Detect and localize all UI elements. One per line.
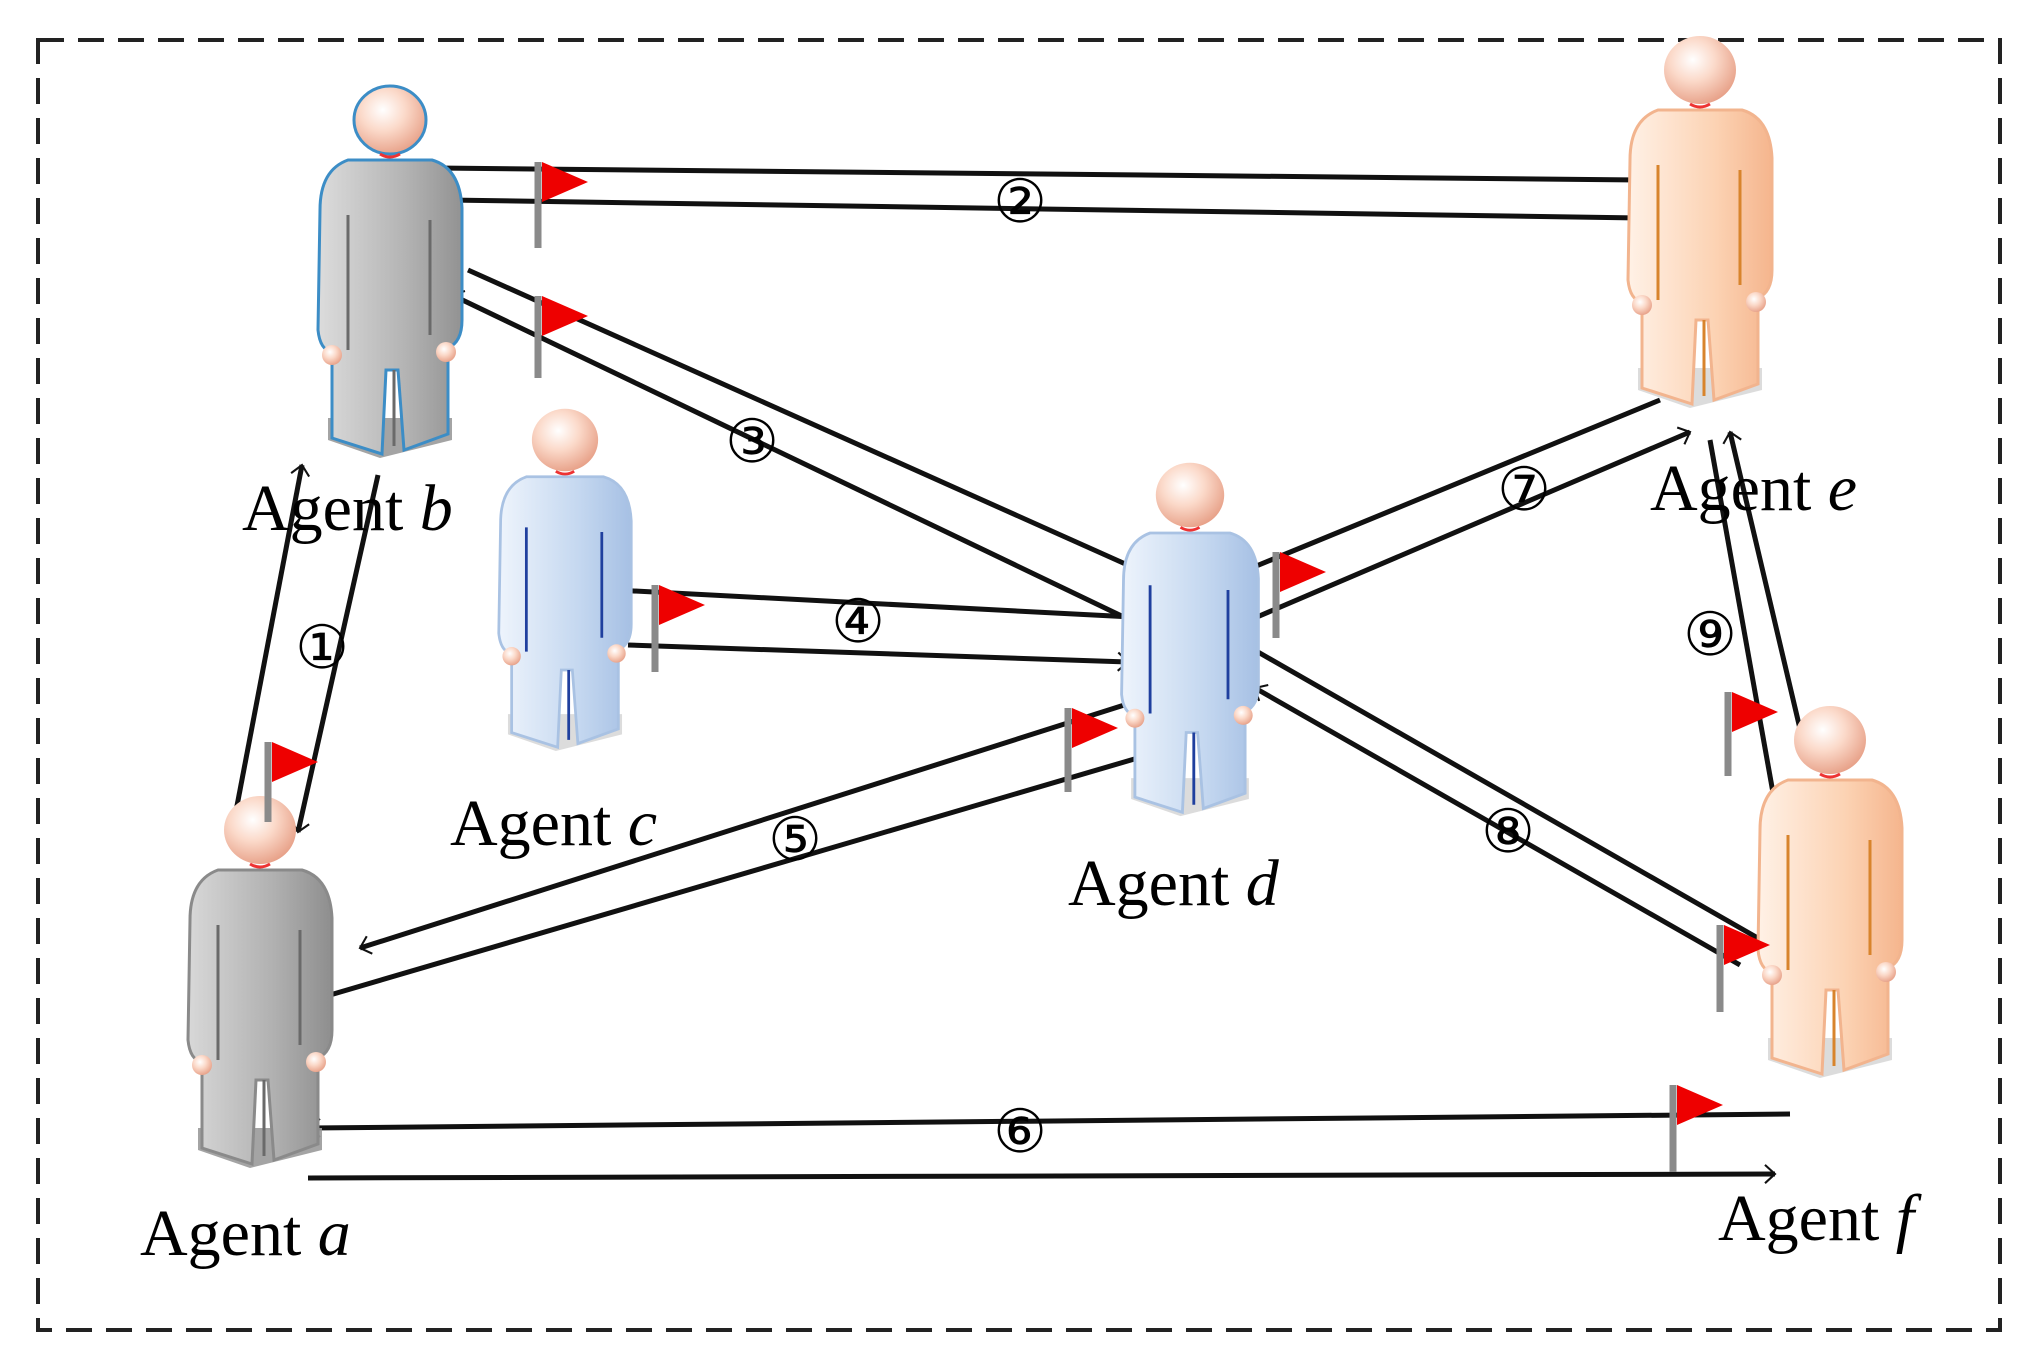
flag-marker-7 [1272, 552, 1326, 638]
edge-label-1: ① [295, 613, 349, 683]
flag-marker-2 [534, 162, 588, 248]
arrow-e-f-16 [1707, 439, 1789, 834]
agent-label-prefix: Agent [1718, 1182, 1896, 1255]
edge-label-8: ⑧ [1481, 797, 1535, 867]
agent-e-label: Agent e [1650, 452, 1857, 525]
arrow-d-f-14 [1249, 645, 1772, 950]
arrow-a-f-10 [308, 1111, 1791, 1138]
agent-label-name: b [420, 472, 453, 545]
flag-marker-4 [651, 585, 705, 672]
arrow-c-d-6 [613, 580, 1133, 620]
agent-b-label: Agent b [242, 472, 453, 545]
edge-label-7: ⑦ [1497, 455, 1551, 525]
agent-label-name: a [318, 1197, 351, 1270]
arrow-d-e-13 [1249, 426, 1692, 623]
edges-layer [229, 165, 1808, 1184]
arrow-a-b-1 [290, 474, 381, 834]
agent-label-name: f [1896, 1182, 1922, 1255]
edge-label-4: ④ [831, 587, 885, 657]
agent-label-prefix: Agent [450, 787, 628, 860]
flag-marker-5 [1064, 708, 1118, 792]
edge-label-3: ③ [725, 407, 779, 477]
arrow-a-d-8 [358, 697, 1141, 955]
arrow-a-f-11 [307, 1164, 1777, 1184]
flag-marker-9 [1724, 692, 1778, 776]
flag-marker-1 [264, 742, 318, 822]
arrow-c-d-7 [627, 642, 1130, 672]
agent-label-name: d [1246, 847, 1280, 920]
agent-label-prefix: Agent [242, 472, 420, 545]
agents-layer [186, 36, 1904, 1168]
agent-d-label: Agent d [1068, 847, 1280, 920]
arrow-a-b-0 [229, 463, 311, 833]
agent-f-figure [1756, 706, 1904, 1078]
edge-labels-layer: ① ② ③ ④ ⑤ ⑥ ⑦ ⑧ ⑨ [295, 167, 1737, 1167]
agent-label-name: c [628, 787, 657, 860]
agent-f-label: Agent f [1718, 1182, 1922, 1255]
agent-b-figure [316, 84, 464, 458]
flag-marker-8 [1716, 925, 1770, 1012]
agent-c-label: Agent c [450, 787, 657, 860]
arrow-e-f-17 [1722, 430, 1808, 751]
arrow-b-d-5 [450, 290, 1132, 623]
agent-label-prefix: Agent [1650, 452, 1828, 525]
agent-d-figure [1120, 462, 1260, 817]
edge-label-2: ② [993, 167, 1047, 237]
agent-a-label: Agent a [140, 1197, 351, 1270]
agent-label-prefix: Agent [140, 1197, 318, 1270]
arrow-d-e-12 [1230, 397, 1661, 582]
arrow-b-e-2 [436, 165, 1642, 190]
edge-label-6: ⑥ [993, 1097, 1047, 1167]
agent-a-figure [186, 796, 334, 1168]
edge-label-5: ⑤ [768, 805, 822, 875]
arrow-a-d-9 [329, 748, 1150, 998]
edge-label-9: ⑨ [1683, 600, 1737, 670]
agent-e-figure [1626, 36, 1774, 408]
agent-label-name: e [1828, 452, 1857, 525]
dashed-frame [36, 38, 2002, 1332]
arrow-d-f-15 [1253, 683, 1742, 968]
arrow-b-e-3 [445, 190, 1641, 221]
arrow-b-d-4 [466, 267, 1152, 581]
agent-c-figure [497, 408, 633, 751]
flag-marker-3 [534, 296, 588, 378]
flag-marker-6 [1669, 1085, 1723, 1172]
flags-layer [264, 162, 1778, 1172]
agent-label-prefix: Agent [1068, 847, 1246, 920]
